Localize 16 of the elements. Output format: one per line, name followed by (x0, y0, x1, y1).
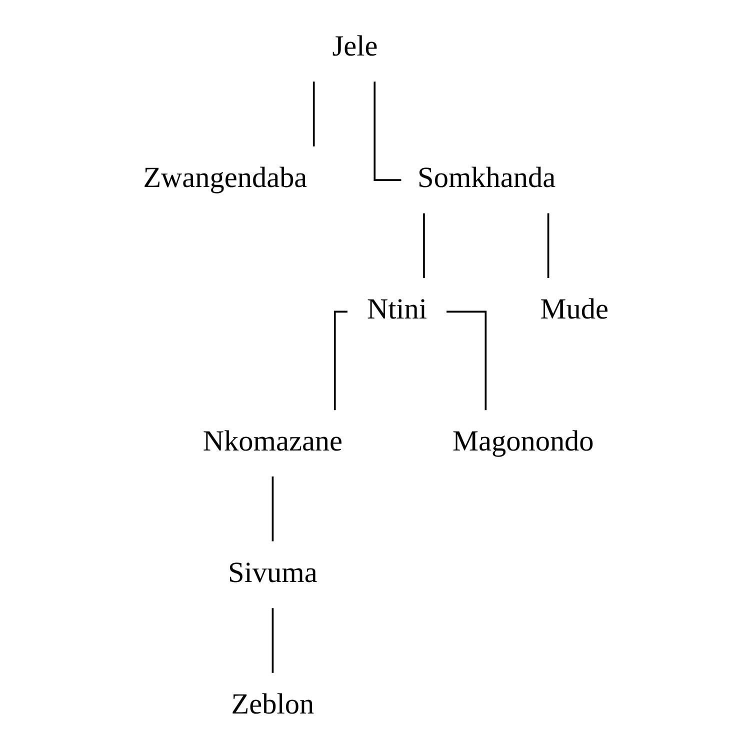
connector (423, 213, 425, 278)
node-text: Jele (332, 30, 378, 62)
connector (374, 82, 402, 181)
connector (272, 608, 274, 673)
node-text: Mude (540, 294, 608, 326)
node-text: Somkhanda (418, 162, 556, 194)
connector (272, 476, 274, 542)
node-text: Sivuma (228, 556, 318, 589)
node-text: Magonondo (452, 425, 594, 458)
node-text: Ntini (366, 294, 428, 326)
node-text: Zeblon (231, 688, 314, 720)
node-text: Nkomazane (202, 425, 343, 458)
connector (446, 310, 487, 410)
connector (547, 213, 550, 278)
connector (312, 82, 315, 146)
node-text: Zwangendaba (143, 162, 308, 194)
